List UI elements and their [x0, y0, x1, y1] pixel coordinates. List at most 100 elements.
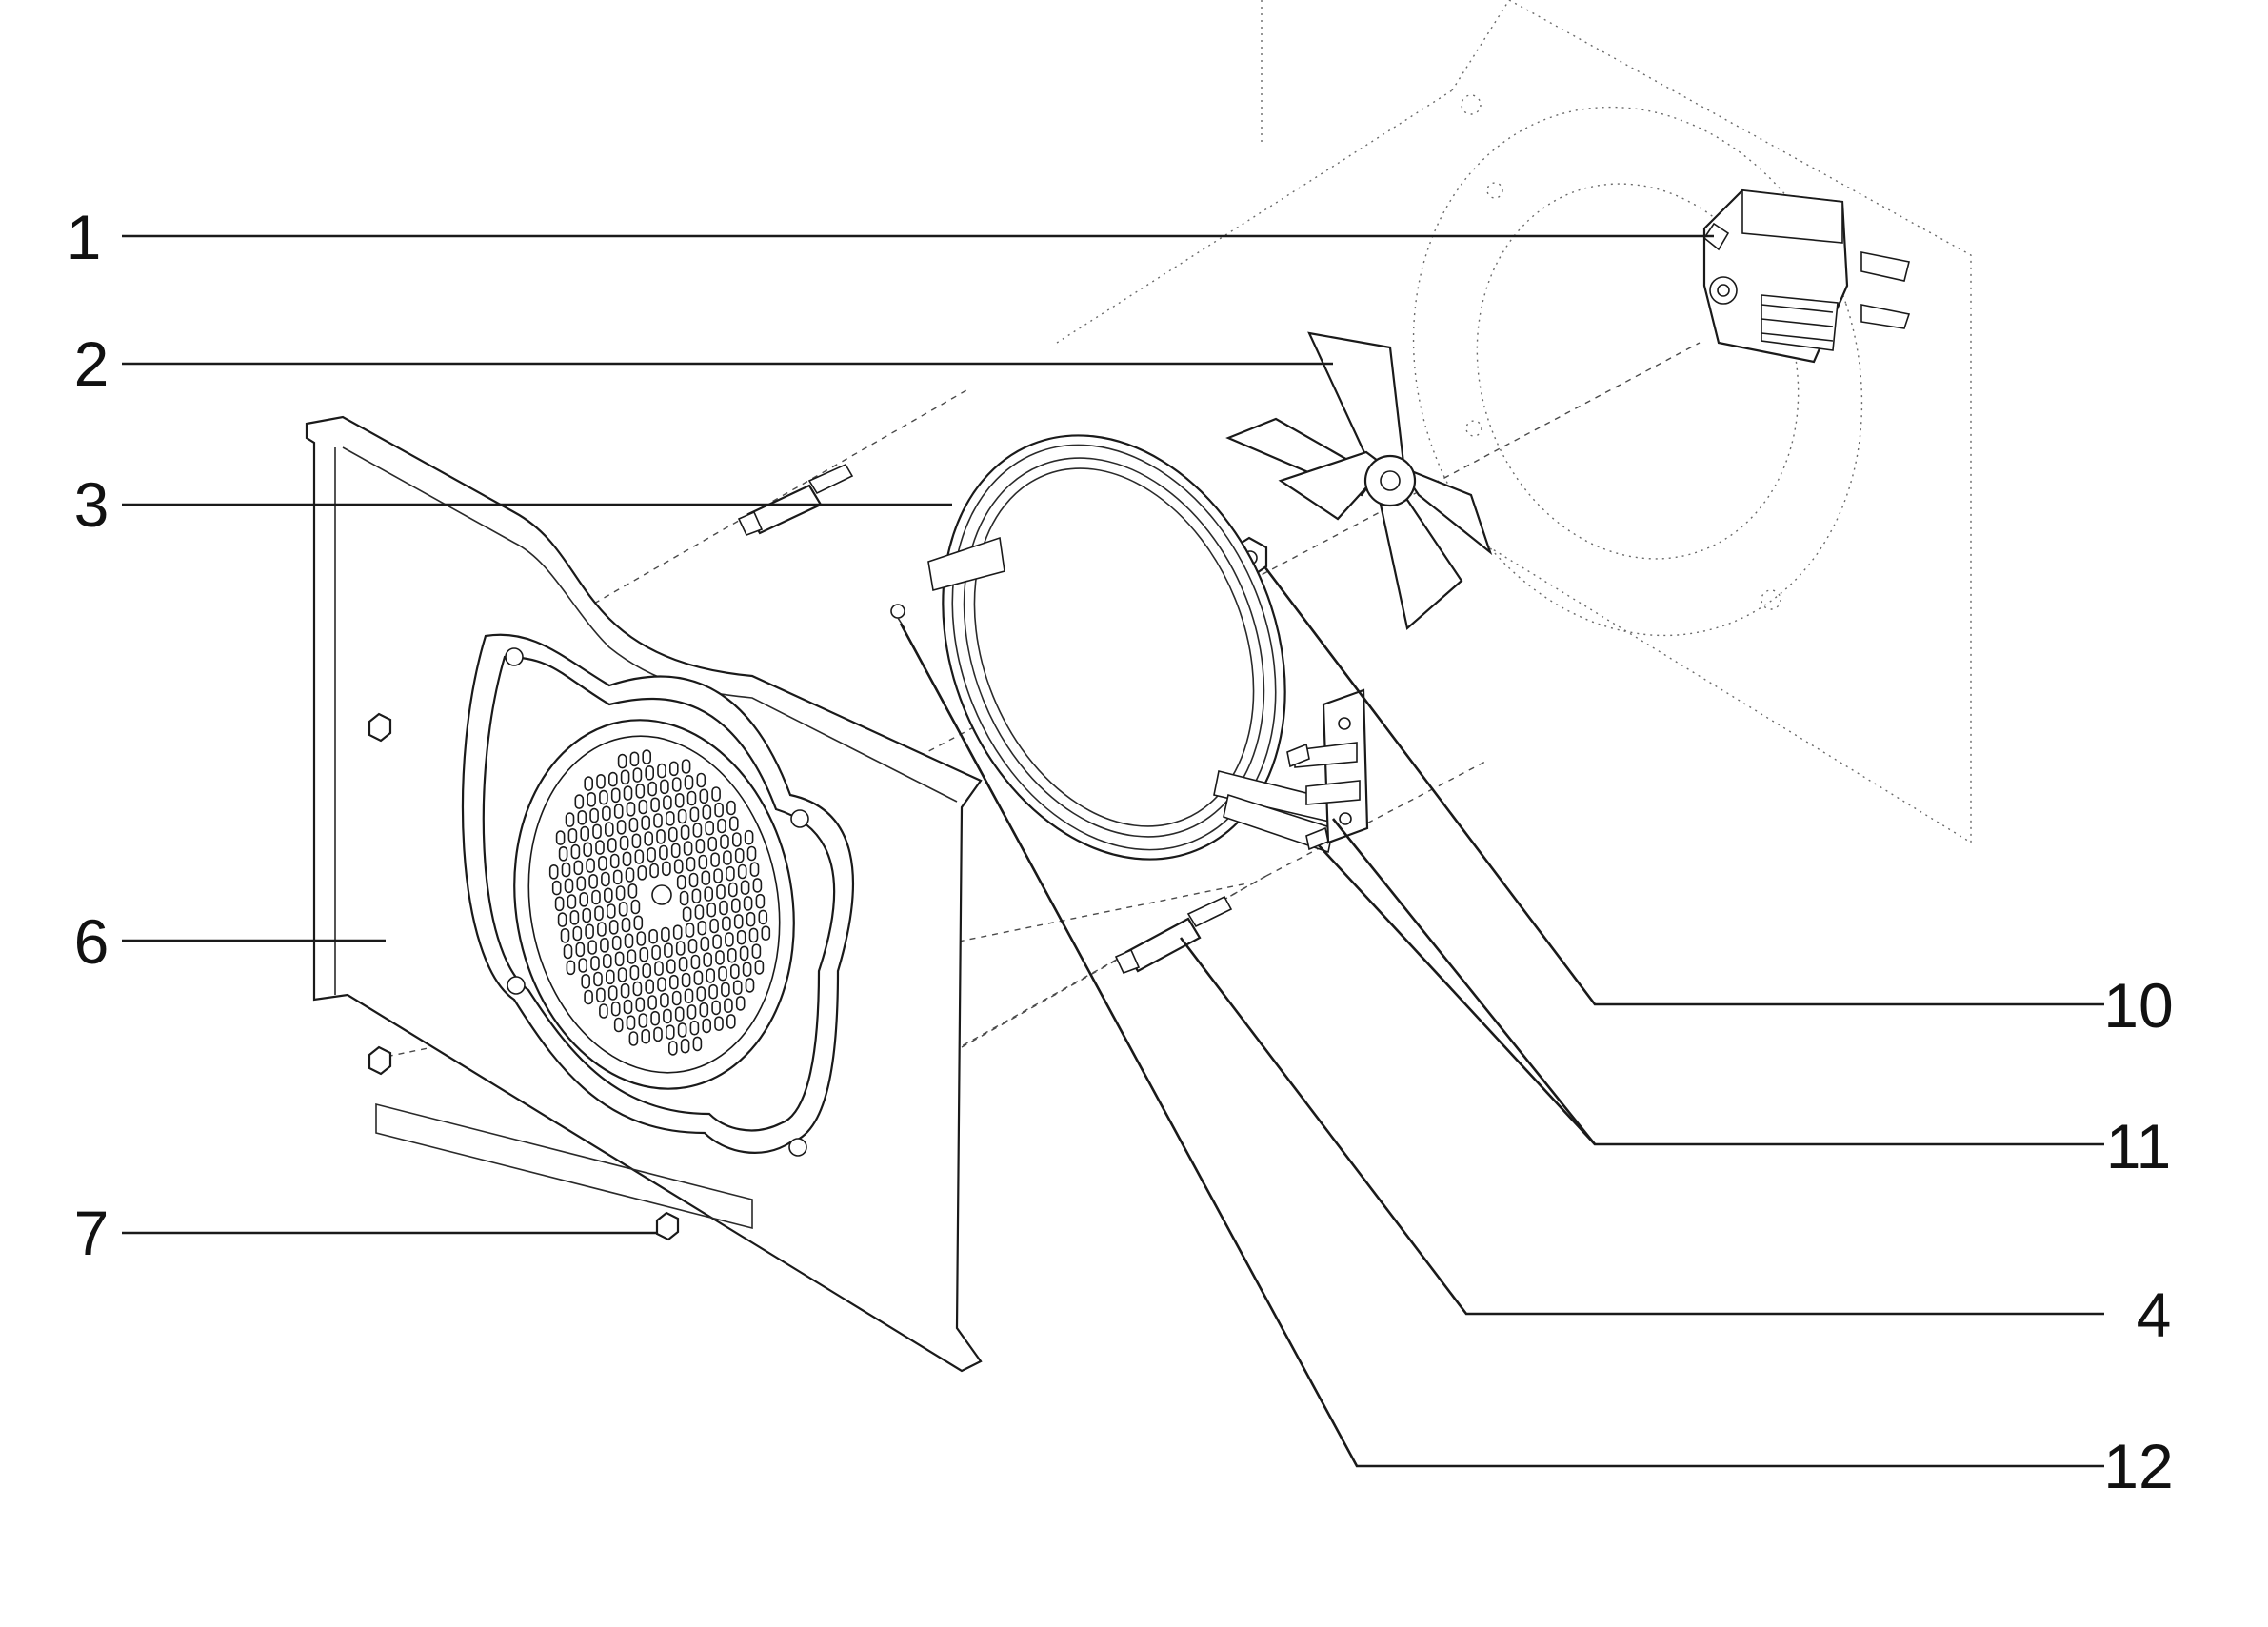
grille-slot	[677, 1022, 687, 1038]
callout-labels: 1 2 3 6 7 10 11 4 12	[67, 202, 2174, 1501]
grille-slot	[651, 944, 661, 961]
grille-slot	[611, 935, 622, 951]
grille-slot	[744, 829, 754, 845]
callout-2: 2	[74, 328, 109, 399]
grille-slot	[681, 759, 691, 774]
grille-slot	[601, 871, 610, 887]
grille-slot	[705, 820, 715, 836]
grille-slot	[576, 876, 587, 891]
grille-slot	[668, 974, 679, 990]
grille-slot	[567, 827, 578, 843]
grille-slot	[605, 969, 615, 985]
grille-slot	[618, 901, 628, 917]
grille-slot	[659, 844, 668, 861]
grille-slot	[595, 840, 605, 855]
grille-slot	[751, 943, 762, 960]
grille-slot	[551, 880, 562, 896]
grille-slot	[702, 1018, 712, 1034]
grille-slot	[603, 887, 613, 903]
grille-slot	[585, 923, 594, 940]
grille-slot	[628, 1031, 639, 1046]
grille-slot	[690, 954, 701, 970]
grille-slot	[689, 1020, 700, 1036]
grille-slot	[642, 749, 652, 764]
grille-slot	[589, 807, 599, 823]
grille-slot	[648, 928, 658, 944]
grille-slot	[728, 816, 739, 832]
grille-slot	[686, 1004, 697, 1020]
callout-10: 10	[2103, 970, 2173, 1041]
grille-slot	[730, 898, 741, 914]
grille-slot	[650, 1010, 660, 1026]
grille-slot	[596, 773, 606, 789]
grille-slot	[647, 846, 656, 863]
grille-slot	[679, 890, 689, 906]
grille-slot	[726, 800, 736, 816]
grille-slot	[714, 802, 724, 818]
grille-slot	[586, 858, 595, 873]
grille-slot	[653, 813, 663, 828]
grille-slot	[726, 947, 737, 963]
fan-motor	[1702, 188, 1911, 364]
grille-slot	[752, 878, 763, 893]
standoff-lower	[1114, 895, 1233, 975]
grille-slot	[674, 792, 685, 808]
grille-slot	[733, 914, 744, 929]
grille-slot	[664, 942, 673, 959]
grille-slot	[561, 862, 571, 878]
grille-slot	[675, 941, 686, 956]
grille-slot	[687, 938, 698, 954]
grille-slot	[710, 852, 720, 868]
grille-slot	[574, 794, 585, 809]
grille-slot	[718, 965, 727, 982]
grille-slot	[721, 982, 730, 998]
grille-slot	[582, 907, 592, 923]
grille-slot	[649, 863, 659, 879]
grille-slot	[602, 805, 611, 822]
grille-slot	[580, 825, 590, 842]
grille-slot	[641, 1028, 651, 1044]
grille-slot	[660, 992, 669, 1008]
grille-slot	[671, 777, 682, 792]
grille-slot	[583, 842, 593, 858]
grille-slot	[735, 996, 746, 1011]
grille-slot	[720, 834, 729, 850]
grille-slot	[621, 917, 631, 933]
grille-slot	[617, 753, 627, 769]
grille-slot	[578, 958, 588, 973]
grille-slot	[671, 990, 682, 1006]
grille-slot	[620, 982, 630, 999]
grille-slot	[569, 909, 580, 925]
grille-slot	[729, 963, 740, 980]
grille-slot	[746, 845, 757, 862]
grille-slot	[623, 785, 633, 801]
grille-slot	[657, 977, 666, 992]
grille-slot	[709, 918, 719, 934]
grille-slot	[684, 774, 694, 790]
grille-slot	[749, 862, 760, 878]
callout-12: 12	[2103, 1431, 2173, 1501]
grille-slot	[719, 900, 728, 916]
grille-slot	[656, 828, 666, 844]
grille-slot	[607, 985, 618, 1001]
grille-slot	[672, 924, 683, 941]
grille-slot	[691, 888, 702, 904]
grille-slot	[636, 931, 647, 946]
grille-slot	[761, 925, 771, 942]
grille-slot	[628, 817, 639, 833]
grille-slot	[743, 896, 753, 911]
grille-slot	[637, 864, 647, 881]
grille-slot	[632, 981, 643, 997]
fan-blade	[1225, 331, 1493, 631]
grille-slot	[703, 952, 713, 968]
fan-grille-slots	[548, 749, 771, 1056]
grille-slot	[692, 1036, 703, 1052]
grille-slot	[704, 886, 714, 902]
grille-slot	[614, 951, 625, 967]
grille-slot	[608, 919, 619, 935]
grille-slot	[699, 1002, 709, 1018]
grille-slot	[706, 902, 717, 918]
fan-cover-panel	[305, 415, 983, 1373]
grille-slot	[754, 960, 765, 975]
grille-slot	[607, 771, 618, 787]
